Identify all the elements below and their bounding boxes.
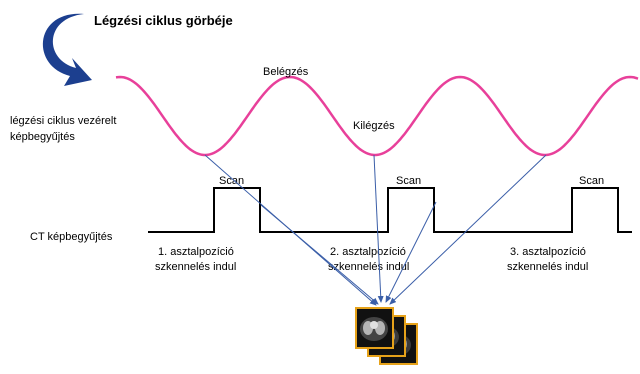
exhale-label: Kilégzés xyxy=(353,120,395,132)
acquisition-arrows xyxy=(204,154,547,306)
position-1-line1: 1. asztalpozíció xyxy=(158,246,234,258)
diagram-title: Légzési ciklus görbéje xyxy=(94,13,233,28)
curved-arrow-icon xyxy=(42,13,92,86)
position-3-line2: szkennelés indul xyxy=(507,261,588,273)
position-2-line1: 2. asztalpozíció xyxy=(330,246,406,258)
scan-label-2: Scan xyxy=(396,175,421,187)
scan-label-1: Scan xyxy=(219,175,244,187)
gated-acquisition-label-line1: légzési ciklus vezérelt xyxy=(10,115,116,127)
ct-image-stack-icon xyxy=(355,307,418,365)
arrow-trough-2 xyxy=(373,154,384,303)
arrow-scan-1 xyxy=(260,204,379,305)
gated-acquisition-label-line2: képbegyűjtés xyxy=(10,131,75,143)
position-1-line2: szkennelés indul xyxy=(155,261,236,273)
scan-label-3: Scan xyxy=(579,175,604,187)
position-3-line1: 3. asztalpozíció xyxy=(510,246,586,258)
position-2-line2: szkennelés indul xyxy=(328,261,409,273)
ct-acquisition-label: CT képbegyűjtés xyxy=(30,231,113,243)
arrow-scan-2 xyxy=(385,201,437,303)
breathing-curve xyxy=(115,75,639,157)
ct-image-1 xyxy=(355,307,394,349)
inhale-label: Belégzés xyxy=(263,66,309,78)
scan-signal xyxy=(148,187,632,233)
arrow-trough-3 xyxy=(389,154,547,305)
